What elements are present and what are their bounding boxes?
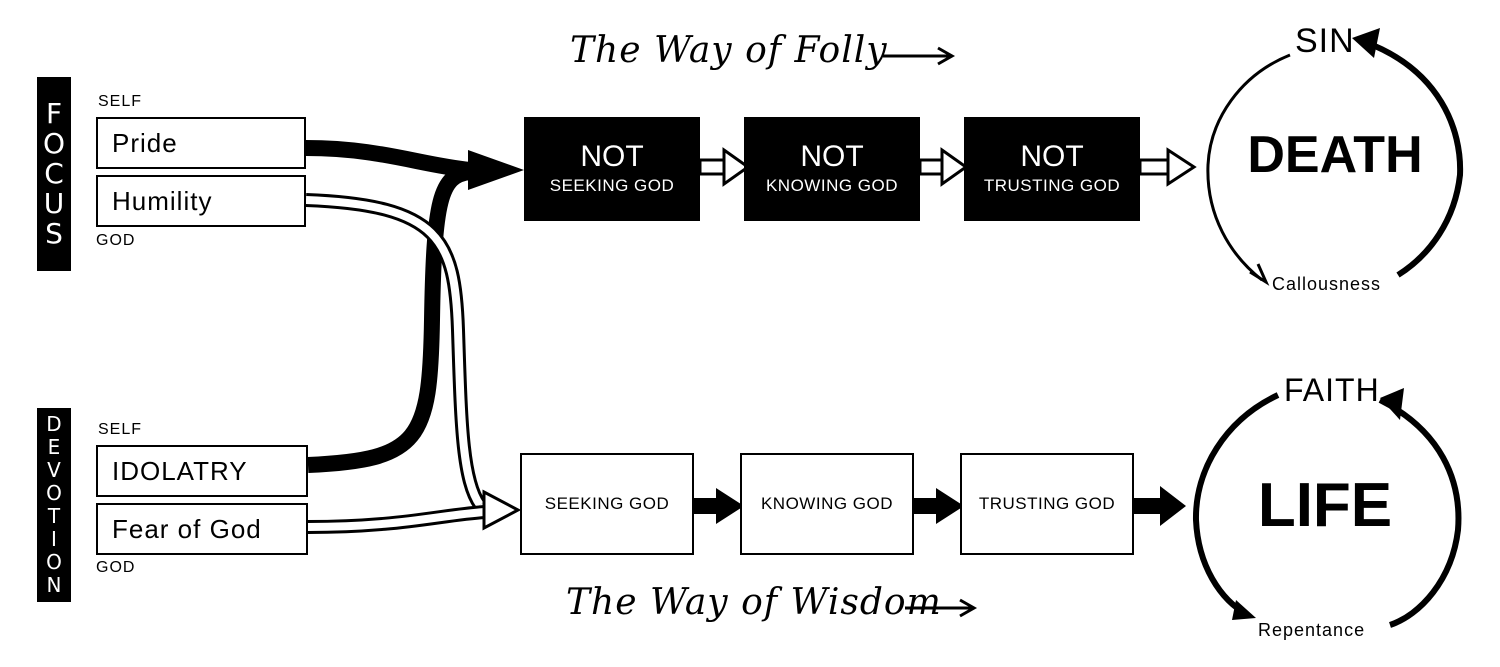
fear-of-god-box: Fear of God [96, 503, 308, 555]
focus-label-bar: F O C U S [37, 77, 71, 271]
humility-box: Humility [96, 175, 306, 227]
death-label: DEATH [1247, 126, 1423, 184]
life-ring-bottom-arrowhead [1232, 600, 1256, 620]
folly-step: NOT TRUSTING GOD [964, 117, 1140, 221]
wisdom-step: SEEKING GOD [520, 453, 694, 555]
wisdom-step-arrow-1 [688, 488, 744, 524]
life-ring-top-arrowhead [1380, 388, 1404, 420]
idolatry-to-folly-arrow [307, 164, 472, 473]
death-ring-top-arrowhead [1352, 28, 1380, 58]
death-ring-top-arc [1363, 39, 1464, 278]
devotion-letter: O [46, 550, 62, 574]
wisdom-title: The Way of Wisdom [566, 582, 942, 623]
folly-step-line1: NOT [800, 140, 864, 173]
wisdom-entry-arrowhead [482, 489, 522, 531]
devotion-letter: N [46, 573, 62, 597]
wisdom-step: TRUSTING GOD [960, 453, 1134, 555]
devotion-letter: T [47, 504, 61, 528]
folly-step: NOT KNOWING GOD [744, 117, 920, 221]
devotion-letter: D [46, 412, 62, 436]
devotion-god-tag: GOD [96, 559, 136, 576]
focus-letter: U [43, 187, 65, 220]
devotion-letter: V [47, 458, 61, 482]
folly-step: NOT SEEKING GOD [524, 117, 700, 221]
folly-step-line1: NOT [1020, 140, 1084, 173]
idolatry-box: IDOLATRY [96, 445, 308, 497]
devotion-label-bar: D E V O T I O N [37, 408, 71, 602]
pride-to-folly-arrow [305, 140, 471, 178]
folly-step-line2: SEEKING GOD [549, 176, 675, 195]
folly-step-line2: KNOWING GOD [765, 176, 899, 195]
focus-letter: F [45, 97, 63, 130]
focus-god-tag: GOD [96, 232, 136, 249]
devotion-letter: I [51, 527, 57, 551]
life-ring-bottom-arc [1192, 392, 1280, 618]
focus-letter: S [45, 217, 63, 250]
focus-letter: C [44, 157, 64, 190]
focus-self-tag: SELF [98, 93, 143, 110]
faith-label: FAITH [1284, 372, 1380, 408]
folly-step-line1: NOT [580, 140, 644, 173]
folly-to-death-arrow [1138, 147, 1197, 187]
devotion-letter: E [47, 435, 61, 459]
folly-step-line2: TRUSTING GOD [983, 176, 1121, 195]
death-ring-bottom-arc [1206, 53, 1291, 282]
folly-step-arrow-2 [918, 147, 969, 187]
callousness-label: Callousness [1272, 274, 1382, 294]
life-ring-top-arc [1378, 397, 1462, 628]
folly-title: The Way of Folly [570, 30, 888, 71]
wisdom-step: KNOWING GOD [740, 453, 914, 555]
pride-arrowhead [468, 150, 524, 190]
folly-step-arrow-1 [698, 147, 751, 187]
sin-label: SIN [1295, 22, 1355, 60]
life-label: LIFE [1257, 471, 1393, 540]
pride-box: Pride [96, 117, 306, 169]
devotion-letter: O [46, 481, 62, 505]
devotion-self-tag: SELF [98, 421, 143, 438]
wisdom-to-life-arrow [1134, 486, 1186, 526]
focus-letter: O [42, 127, 66, 160]
repentance-label: Repentance [1258, 620, 1366, 640]
wisdom-step-arrow-2 [912, 488, 964, 524]
